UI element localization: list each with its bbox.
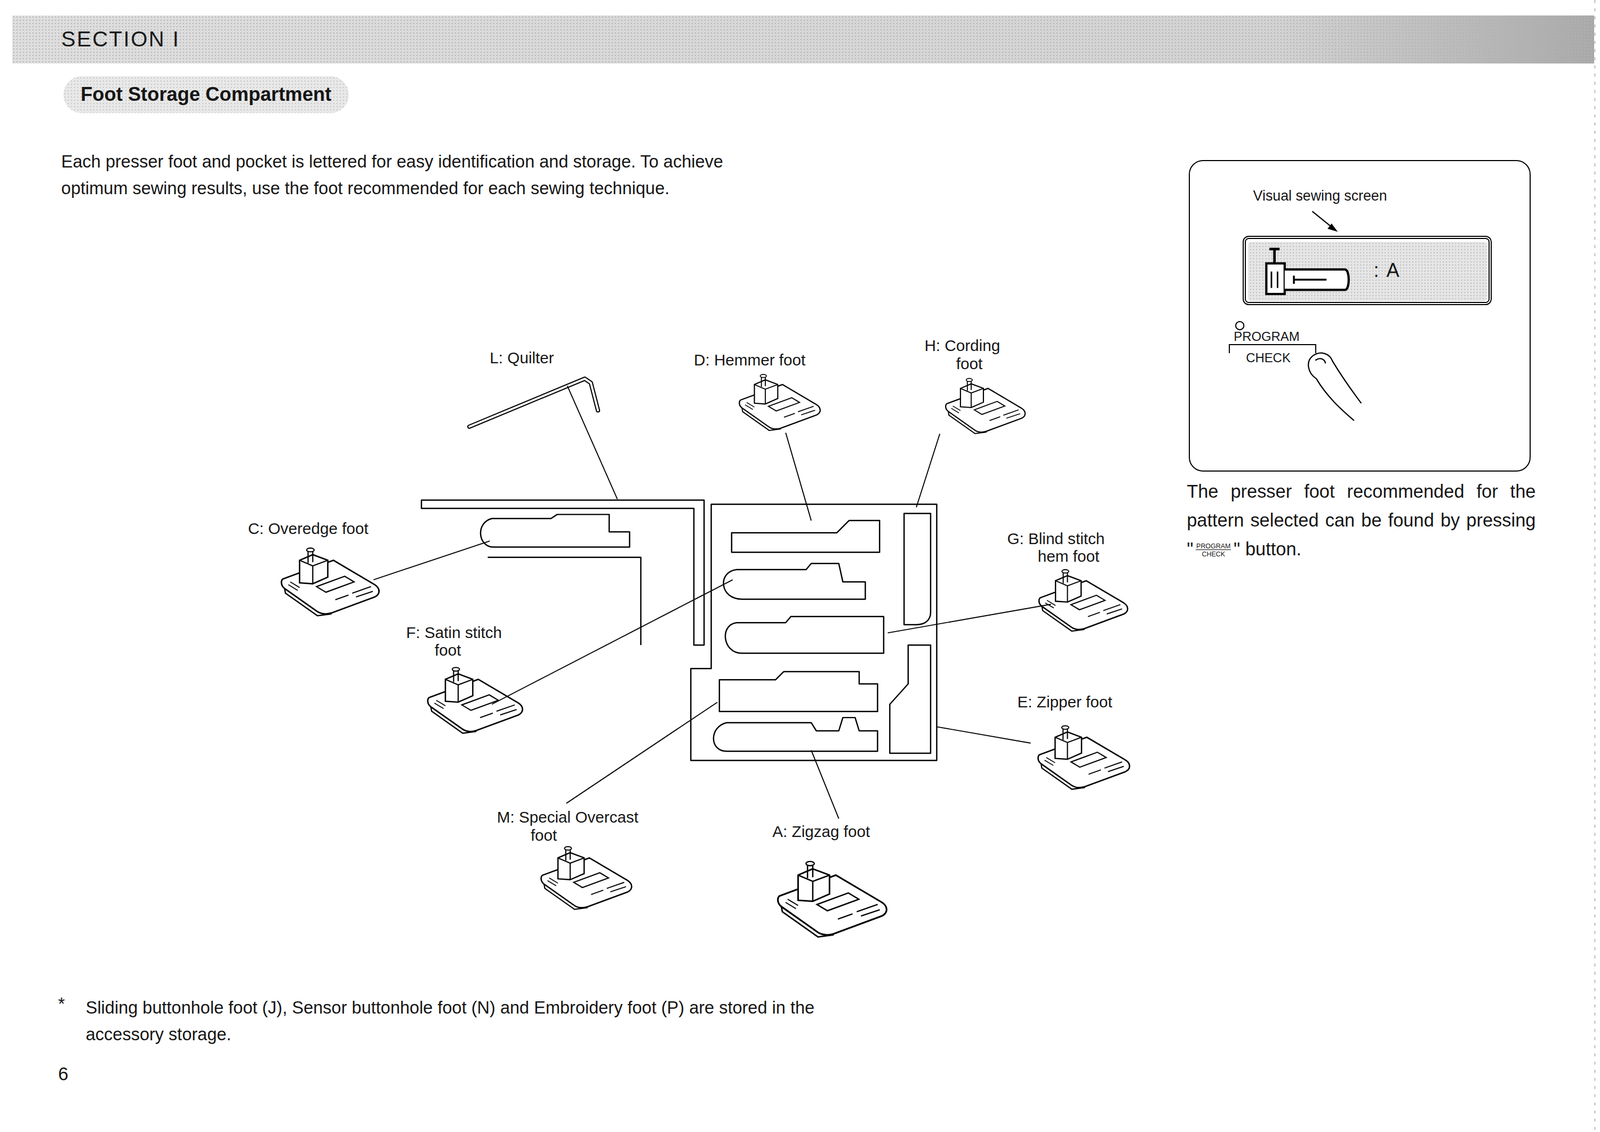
scan-edge (1594, 0, 1596, 1132)
foot-label: E: Zipper foot (1017, 692, 1113, 711)
button-label: PROGRAM (1233, 329, 1300, 343)
tray-frame (690, 504, 937, 760)
footnote-mark: * (58, 994, 66, 1014)
sewing-screen-art (1266, 263, 1285, 294)
leader-lines (936, 726, 1031, 743)
pocket-c (480, 514, 630, 547)
satin-stitch-foot (427, 667, 523, 733)
quilter-bar (469, 378, 598, 427)
page-number: 6 (58, 1063, 69, 1085)
sewing-screen-art (1248, 242, 1487, 302)
leader-lines (491, 579, 733, 704)
sewing-screen-art (1327, 223, 1338, 232)
sewing-screen-art (1284, 269, 1349, 290)
quilter-bar (469, 378, 598, 427)
program-check-button: PROGRAM CHECK (1228, 329, 1325, 383)
intro-paragraph: Each presser foot and pocket is lettered… (61, 148, 748, 202)
blind-stitch-foot (1038, 569, 1128, 631)
pocket-d (731, 520, 880, 552)
section-title: Foot Storage Compartment (63, 76, 349, 114)
button-label: CHECK (1245, 350, 1291, 365)
hemmer-foot (739, 374, 821, 431)
icon-label: PROGRAM (1194, 542, 1233, 550)
sewing-screen-art (1235, 321, 1244, 330)
tray-bar (421, 500, 704, 646)
sewing-screen-art (1235, 211, 1487, 421)
foot-label: A: Zigzag foot (772, 822, 870, 840)
pocket-f (723, 563, 866, 599)
zigzag-foot (778, 861, 887, 937)
note-text: " button. (1233, 538, 1302, 559)
overcast-foot (541, 846, 632, 910)
foot-label: L: Quilter (489, 348, 554, 367)
sewing-screen-art (1293, 275, 1327, 284)
tray-inner-line (488, 557, 642, 646)
overedge-foot (281, 547, 380, 616)
sewing-screen-art (1308, 353, 1362, 421)
leader-lines (566, 701, 718, 803)
leader-lines (567, 385, 618, 499)
icon-label: CHECK (1195, 549, 1231, 558)
section-heading: SECTION I (61, 27, 181, 52)
leader-lines (373, 540, 490, 580)
quilter-bar (469, 378, 598, 427)
leader-lines (785, 432, 812, 521)
leader-lines (916, 433, 940, 508)
leader-lines (888, 604, 1052, 634)
pocket-h (904, 513, 931, 625)
foot-label: D: Hemmer foot (693, 350, 806, 369)
section-band: SECTION I (12, 15, 1595, 64)
presser-feet (281, 374, 1130, 938)
foot-label: M: Special Overcast foot (497, 808, 659, 844)
sewing-screen-art (1271, 271, 1278, 288)
leader-lines (373, 385, 1051, 819)
foot-label: C: Overedge foot (248, 519, 369, 538)
cording-foot (945, 378, 1026, 434)
pocket-a (713, 717, 878, 751)
pocket-g (725, 616, 884, 654)
info-panel: Visual sewing screen : A PROGRAM CHECK (1188, 160, 1531, 472)
leader-lines (811, 749, 839, 819)
foot-label: F: Satin stitch foot (405, 623, 520, 659)
note-paragraph: The presser foot recommended for the pat… (1186, 477, 1536, 564)
sewing-screen-art (1269, 249, 1280, 264)
visual-screen: : A (1242, 235, 1492, 306)
footnote-text: Sliding buttonhole foot (J), Sensor butt… (85, 994, 821, 1048)
foot-label: H: Cording foot (924, 336, 1016, 372)
button-icon: PROGRAMCHECK (1194, 542, 1233, 558)
zipper-foot (1037, 725, 1130, 790)
screen-letter: : A (1373, 259, 1402, 282)
foot-label: G: Blind stitch hem foot (1006, 529, 1128, 565)
screen-caption: Visual sewing screen (1253, 187, 1388, 205)
pocket-e (889, 644, 931, 754)
pocket-m (719, 671, 878, 712)
